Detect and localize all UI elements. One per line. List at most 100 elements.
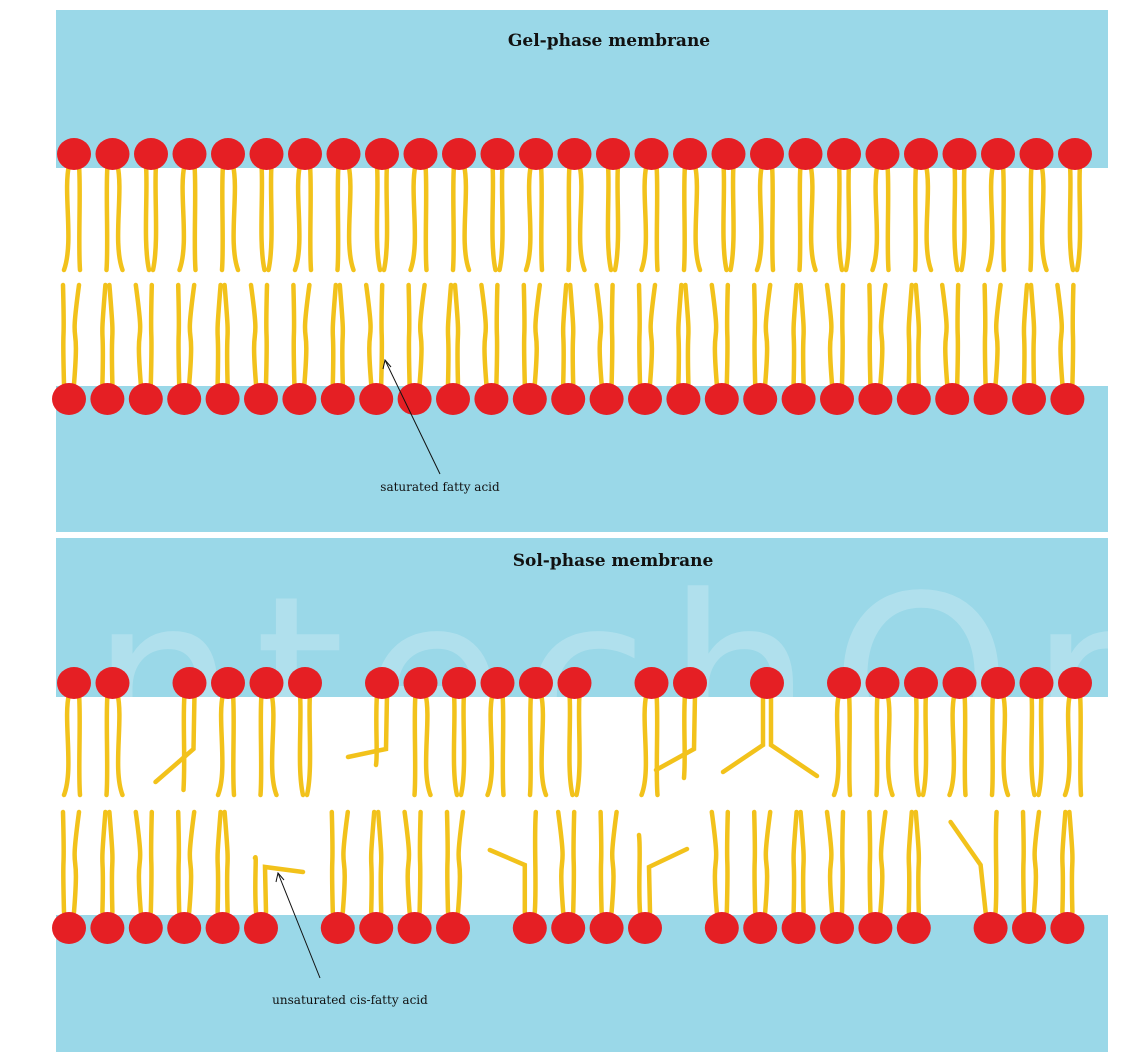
phospholipid-head bbox=[551, 912, 585, 944]
phospholipid-head bbox=[250, 667, 284, 699]
phospholipid-head bbox=[327, 138, 361, 170]
phospholipid-head bbox=[866, 138, 900, 170]
fatty-acid-tail bbox=[888, 165, 889, 270]
panel-divider bbox=[56, 532, 1108, 538]
phospholipid-head bbox=[666, 383, 700, 415]
fatty-acid-tail bbox=[772, 165, 773, 270]
phospholipid-head bbox=[474, 383, 508, 415]
phospholipid-head bbox=[1050, 383, 1084, 415]
fatty-acid-tail bbox=[261, 694, 262, 795]
phospholipid-head bbox=[365, 667, 399, 699]
fatty-acid-tail bbox=[63, 285, 64, 384]
phospholipid-head bbox=[321, 912, 355, 944]
phospholipid-head bbox=[628, 912, 662, 944]
fatty-acid-tail bbox=[869, 812, 870, 912]
fatty-acid-tail bbox=[754, 285, 755, 384]
phospholipid-head bbox=[359, 912, 393, 944]
phospholipid-head bbox=[897, 383, 931, 415]
phospholipid-head bbox=[90, 912, 124, 944]
phospholipid-head bbox=[365, 138, 399, 170]
phospholipid-head bbox=[827, 667, 861, 699]
fatty-acid-tail bbox=[849, 694, 850, 795]
phospholipid-head bbox=[705, 383, 739, 415]
fatty-acid-tail bbox=[612, 285, 613, 384]
phospholipid-head bbox=[173, 667, 207, 699]
fatty-acid-tail bbox=[376, 694, 377, 765]
phospholipid-head bbox=[782, 383, 816, 415]
fatty-acid-tail bbox=[727, 812, 728, 912]
fatty-acid-tail bbox=[530, 694, 531, 795]
fatty-acid-tail bbox=[255, 857, 256, 912]
phospholipid-head bbox=[943, 138, 977, 170]
phospholipid-head bbox=[904, 138, 938, 170]
phospholipid-head bbox=[57, 667, 91, 699]
phospholipid-head bbox=[436, 912, 470, 944]
phospholipid-head bbox=[827, 138, 861, 170]
fatty-acid-tail bbox=[639, 285, 640, 384]
fatty-acid-tail bbox=[415, 694, 416, 795]
fatty-acid-tail bbox=[107, 694, 108, 795]
phospholipid-head bbox=[558, 667, 592, 699]
fatty-acid-tail bbox=[178, 285, 179, 384]
phospholipid-head bbox=[1050, 912, 1084, 944]
fatty-acid-tail bbox=[965, 694, 966, 795]
phospholipid-head bbox=[712, 138, 746, 170]
phospholipid-head bbox=[436, 383, 470, 415]
phospholipid-head bbox=[1012, 383, 1046, 415]
phospholipid-head bbox=[904, 667, 938, 699]
fatty-acid-tail bbox=[338, 165, 339, 270]
fatty-acid-tail bbox=[79, 165, 80, 270]
phospholipid-head bbox=[974, 383, 1008, 415]
phospholipid-head bbox=[974, 912, 1008, 944]
fatty-acid-tail bbox=[503, 694, 504, 795]
phospholipid-head bbox=[129, 912, 163, 944]
fatty-acid-tail bbox=[496, 285, 497, 384]
unsaturated-fatty-acid-label: unsaturated cis-fatty acid bbox=[272, 993, 428, 1007]
fatty-acid-tail bbox=[842, 812, 843, 912]
fatty-acid-tail bbox=[601, 812, 602, 912]
phospholipid-head bbox=[211, 138, 245, 170]
phospholipid-head bbox=[743, 912, 777, 944]
phospholipid-head bbox=[1020, 667, 1054, 699]
phospholipid-head bbox=[96, 667, 130, 699]
fatty-acid-tail bbox=[426, 165, 427, 270]
phospholipid-head bbox=[705, 912, 739, 944]
fatty-acid-tail bbox=[79, 694, 80, 795]
fatty-acid-tail bbox=[684, 694, 685, 778]
fatty-acid-tail bbox=[447, 812, 448, 912]
phospholipid-head bbox=[282, 383, 316, 415]
fatty-acid-tail bbox=[332, 812, 333, 912]
fatty-acid-tail bbox=[569, 165, 570, 270]
phospholipid-head bbox=[206, 912, 240, 944]
fatty-acid-tail bbox=[657, 165, 658, 270]
gel-panel-title: Gel-phase membrane bbox=[508, 31, 710, 51]
phospholipid-head bbox=[519, 138, 553, 170]
phospholipid-head bbox=[129, 383, 163, 415]
phospholipid-head bbox=[558, 138, 592, 170]
fatty-acid-tail bbox=[657, 694, 658, 795]
fatty-acid-tail bbox=[420, 812, 421, 912]
fatty-acid-tail bbox=[800, 165, 801, 270]
phospholipid-head bbox=[981, 667, 1015, 699]
phospholipid-head bbox=[398, 912, 432, 944]
phospholipid-head bbox=[551, 383, 585, 415]
fatty-acid-tail bbox=[842, 285, 843, 384]
phospholipid-head bbox=[359, 383, 393, 415]
phospholipid-head bbox=[167, 912, 201, 944]
phospholipid-head bbox=[250, 138, 284, 170]
fatty-acid-tail bbox=[1031, 165, 1032, 270]
phospholipid-head bbox=[673, 138, 707, 170]
phospholipid-head bbox=[90, 383, 124, 415]
phospholipid-head bbox=[981, 138, 1015, 170]
phospholipid-head bbox=[134, 138, 168, 170]
sol-panel-title: Sol-phase membrane bbox=[513, 551, 714, 571]
fatty-acid-tail bbox=[684, 165, 685, 270]
saturated-fatty-acid-label: saturated fatty acid bbox=[380, 480, 500, 494]
phospholipid-head bbox=[1012, 912, 1046, 944]
phospholipid-head bbox=[858, 383, 892, 415]
phospholipid-head bbox=[513, 912, 547, 944]
phospholipid-head bbox=[57, 138, 91, 170]
fatty-acid-tail bbox=[877, 694, 878, 795]
fatty-acid-tail bbox=[639, 835, 640, 912]
